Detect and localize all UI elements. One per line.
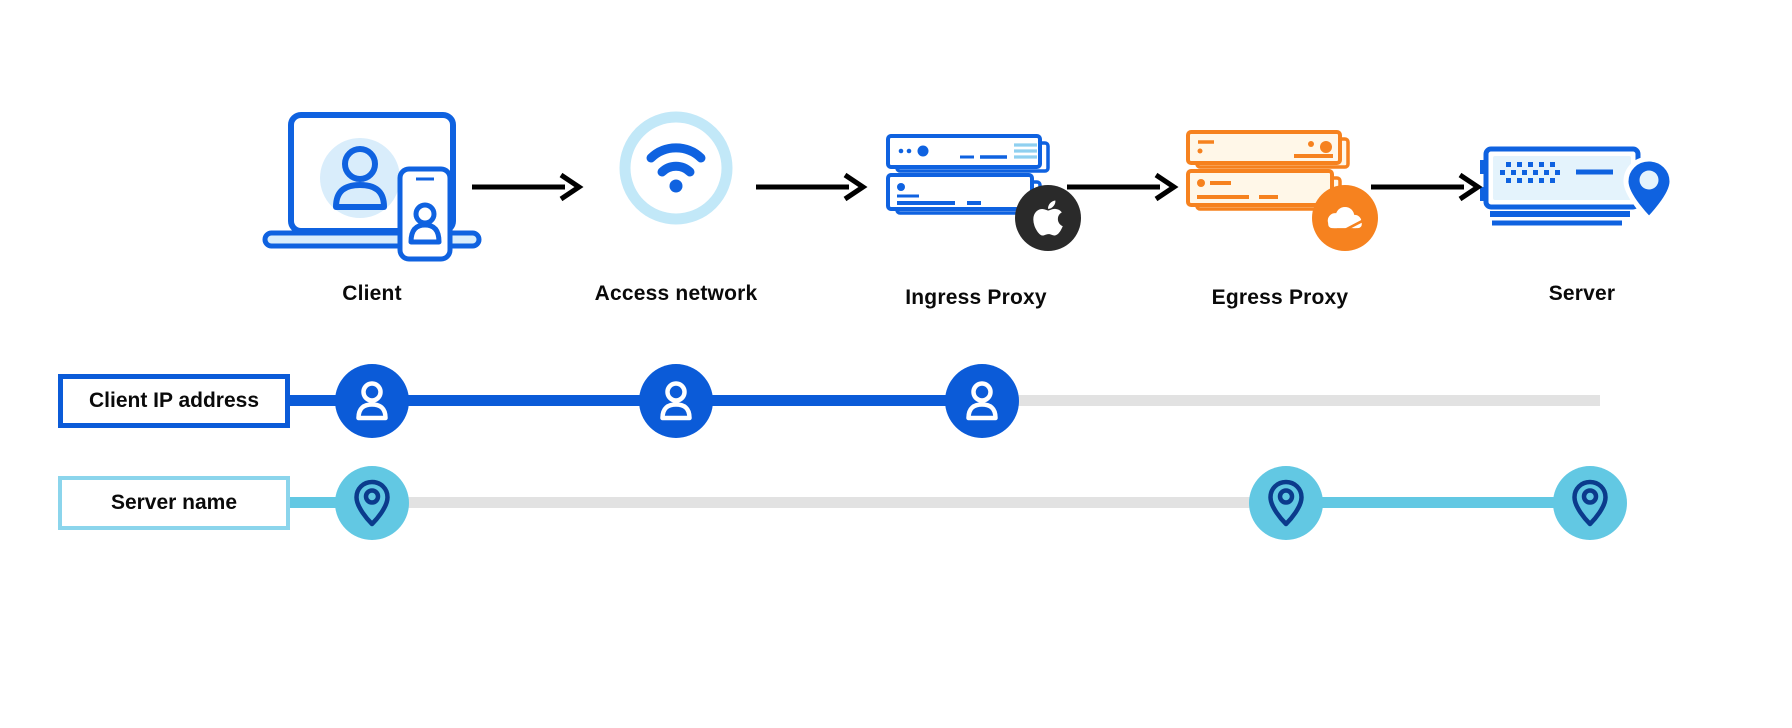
stage-label-egress-proxy: Egress Proxy (1211, 286, 1349, 309)
server-name-hidden-track (372, 497, 1286, 508)
cloudflare-badge (1312, 185, 1378, 251)
flow-arrow-icon (756, 172, 868, 202)
person-icon (660, 381, 692, 421)
location-pin-icon (1572, 479, 1608, 527)
flow-arrow-icon (1371, 172, 1483, 202)
server-name-marker-egress-proxy (1249, 466, 1323, 540)
server-name-marker-client (335, 466, 409, 540)
stage-label-client: Client (342, 282, 402, 305)
stage-label-server: Server (1548, 282, 1616, 305)
person-icon (966, 381, 998, 421)
location-pin-icon (354, 479, 390, 527)
server-name-label-box: Server name (58, 476, 290, 530)
flow-arrow-icon (472, 172, 584, 202)
server-name-label: Server name (110, 491, 238, 514)
client-ip-hidden-track (982, 395, 1600, 406)
server-name-marker-server (1553, 466, 1627, 540)
person-icon (356, 381, 388, 421)
apple-logo-icon (1033, 200, 1063, 236)
location-pin-icon (1268, 479, 1304, 527)
flow-arrow-icon (1067, 172, 1179, 202)
location-pin-icon (1623, 156, 1675, 223)
client-ip-marker-client (335, 364, 409, 438)
server-stack-blue-icon (886, 134, 1050, 215)
client-ip-address-label: Client IP address (88, 389, 259, 412)
apple-badge (1015, 185, 1081, 251)
stage-label-access-network: Access network (594, 282, 758, 305)
cloudflare-logo-icon (1327, 206, 1366, 231)
client-devices-icon (262, 112, 482, 262)
client-ip-visible-track (290, 395, 982, 406)
client-ip-address-label-box: Client IP address (58, 374, 290, 428)
wifi-icon (619, 111, 733, 225)
server-stack-orange-icon (1186, 130, 1350, 211)
stage-label-ingress-proxy: Ingress Proxy (905, 286, 1047, 309)
server-location-icon (1480, 146, 1675, 226)
client-ip-marker-access-network (639, 364, 713, 438)
client-ip-marker-ingress-proxy (945, 364, 1019, 438)
server-name-visible-track-egress (1286, 497, 1590, 508)
server-name-visible-track-client (290, 497, 372, 508)
